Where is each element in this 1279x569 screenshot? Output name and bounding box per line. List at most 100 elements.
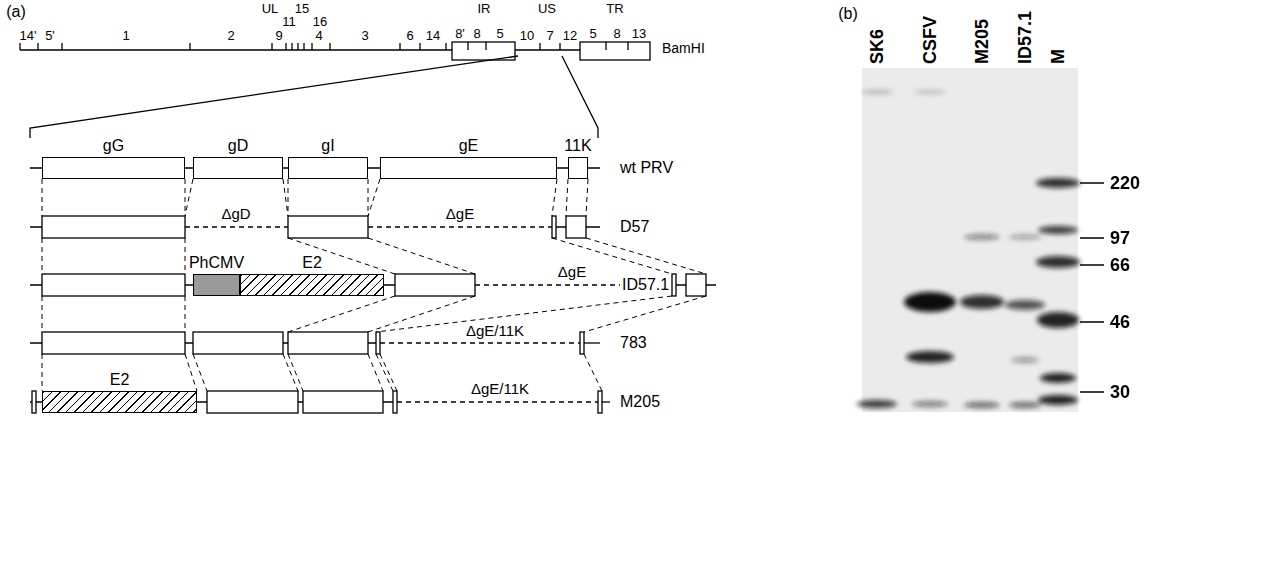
- gene-box: [686, 274, 706, 296]
- protein-band: [1036, 178, 1080, 188]
- protein-band: [1037, 312, 1079, 328]
- gene-label: gG: [103, 137, 124, 155]
- gene-box: [303, 391, 383, 413]
- marker-size: 97: [1110, 228, 1130, 249]
- alignment-line: [42, 354, 43, 391]
- fragment-number: 8': [455, 27, 465, 42]
- alignment-line: [368, 179, 369, 216]
- gene-label: PhCMV: [189, 254, 244, 272]
- region-label: TR: [606, 2, 623, 17]
- marker-size: 220: [1110, 173, 1140, 194]
- lane-label: SK6: [866, 29, 888, 64]
- blot-bands: [857, 90, 1080, 408]
- protein-band: [964, 234, 1000, 240]
- marker-size: 46: [1110, 312, 1130, 333]
- alignment-line: [586, 238, 706, 274]
- protein-band: [912, 401, 948, 407]
- bamhi-tick: [303, 43, 304, 50]
- strain-label: wt PRV: [620, 159, 673, 177]
- gene-box: [207, 391, 298, 413]
- region-label: UL: [262, 2, 279, 17]
- bamhi-tick: [297, 43, 298, 50]
- bamhi-tick: [189, 43, 190, 50]
- marker-tick: [1080, 182, 1104, 184]
- repeat-box: [580, 42, 650, 60]
- fragment-number: 2: [227, 29, 234, 44]
- marker-tick: [1080, 391, 1104, 393]
- protein-band: [857, 400, 897, 408]
- region-label: IR: [478, 2, 491, 17]
- alignment-line: [185, 238, 186, 274]
- bamhi-tick: [291, 43, 292, 50]
- alignment-line: [380, 354, 397, 391]
- e2-insert-box: E2: [42, 391, 197, 413]
- protein-band: [1005, 300, 1045, 310]
- deletion-line: [368, 226, 552, 227]
- alignment-line: [42, 179, 43, 216]
- gene-box: [395, 274, 475, 296]
- gene-box: [193, 332, 283, 354]
- alignment-line: [552, 179, 557, 216]
- alignment-line: [185, 296, 186, 332]
- gene-box: [42, 274, 185, 296]
- fragment-number: 1: [122, 29, 129, 44]
- fragment-number: 12: [563, 29, 577, 44]
- bamhi-tick: [627, 42, 628, 50]
- protein-band: [1009, 235, 1041, 240]
- alignment-line: [586, 179, 588, 216]
- bamhi-tick: [539, 43, 540, 50]
- gene-box: [42, 332, 185, 354]
- alignment-line: [193, 354, 207, 391]
- protein-band: [1036, 256, 1080, 268]
- fragment-number: 14: [426, 29, 440, 44]
- gene-label: E2: [302, 254, 322, 272]
- fragment-number: 16: [313, 15, 327, 30]
- alignment-line: [288, 354, 303, 391]
- marker-size: 30: [1110, 382, 1130, 403]
- fragment-number: 3: [361, 29, 368, 44]
- deletion-line: [185, 226, 288, 227]
- fragment-number: 11: [282, 15, 296, 30]
- gene-box: gE: [380, 157, 557, 179]
- bamhi-tick: [605, 42, 606, 50]
- bamhi-tick: [399, 43, 400, 50]
- gene-box: [42, 216, 185, 238]
- gene-box: [552, 216, 556, 238]
- strain-label: M205: [620, 393, 660, 411]
- protein-band: [1009, 402, 1041, 408]
- fragment-number: 13: [632, 27, 646, 42]
- protein-band: [1040, 373, 1076, 383]
- gene-label: E2: [110, 371, 130, 389]
- gene-box: gI: [288, 157, 368, 179]
- alignment-line: [584, 296, 706, 332]
- fragment-number: 9: [275, 29, 282, 44]
- gene-box: [393, 391, 397, 413]
- bamhi-tick: [37, 43, 38, 50]
- protein-band: [861, 90, 893, 94]
- alignment-line: [42, 238, 43, 274]
- alignment-line: [283, 179, 288, 216]
- deletion-line: [397, 401, 598, 402]
- marker-tick: [1080, 321, 1104, 323]
- deletion-label: ΔgE: [446, 205, 474, 222]
- protein-band: [1011, 357, 1039, 363]
- strain-label: D57: [620, 218, 649, 236]
- zoom-line: [30, 56, 518, 138]
- gene-label: 11K: [564, 137, 591, 155]
- lane-label: M: [1047, 49, 1069, 64]
- gene-box: [376, 332, 380, 354]
- lane-label: CSFV: [919, 16, 941, 64]
- fragment-number: 14': [20, 29, 37, 44]
- fragment-number: 8: [613, 27, 620, 42]
- marker-tick: [1080, 264, 1104, 266]
- bamhi-tick: [419, 43, 420, 50]
- gene-box: [288, 216, 368, 238]
- bamhi-tick: [467, 42, 468, 50]
- panel-label: (b): [838, 5, 858, 23]
- gene-box: [288, 332, 368, 354]
- gene-label: gD: [228, 137, 248, 155]
- fragment-number: 4: [315, 29, 322, 44]
- marker-size: 66: [1110, 255, 1130, 276]
- e2-insert-box: E2: [240, 274, 384, 296]
- protein-band: [960, 295, 1004, 309]
